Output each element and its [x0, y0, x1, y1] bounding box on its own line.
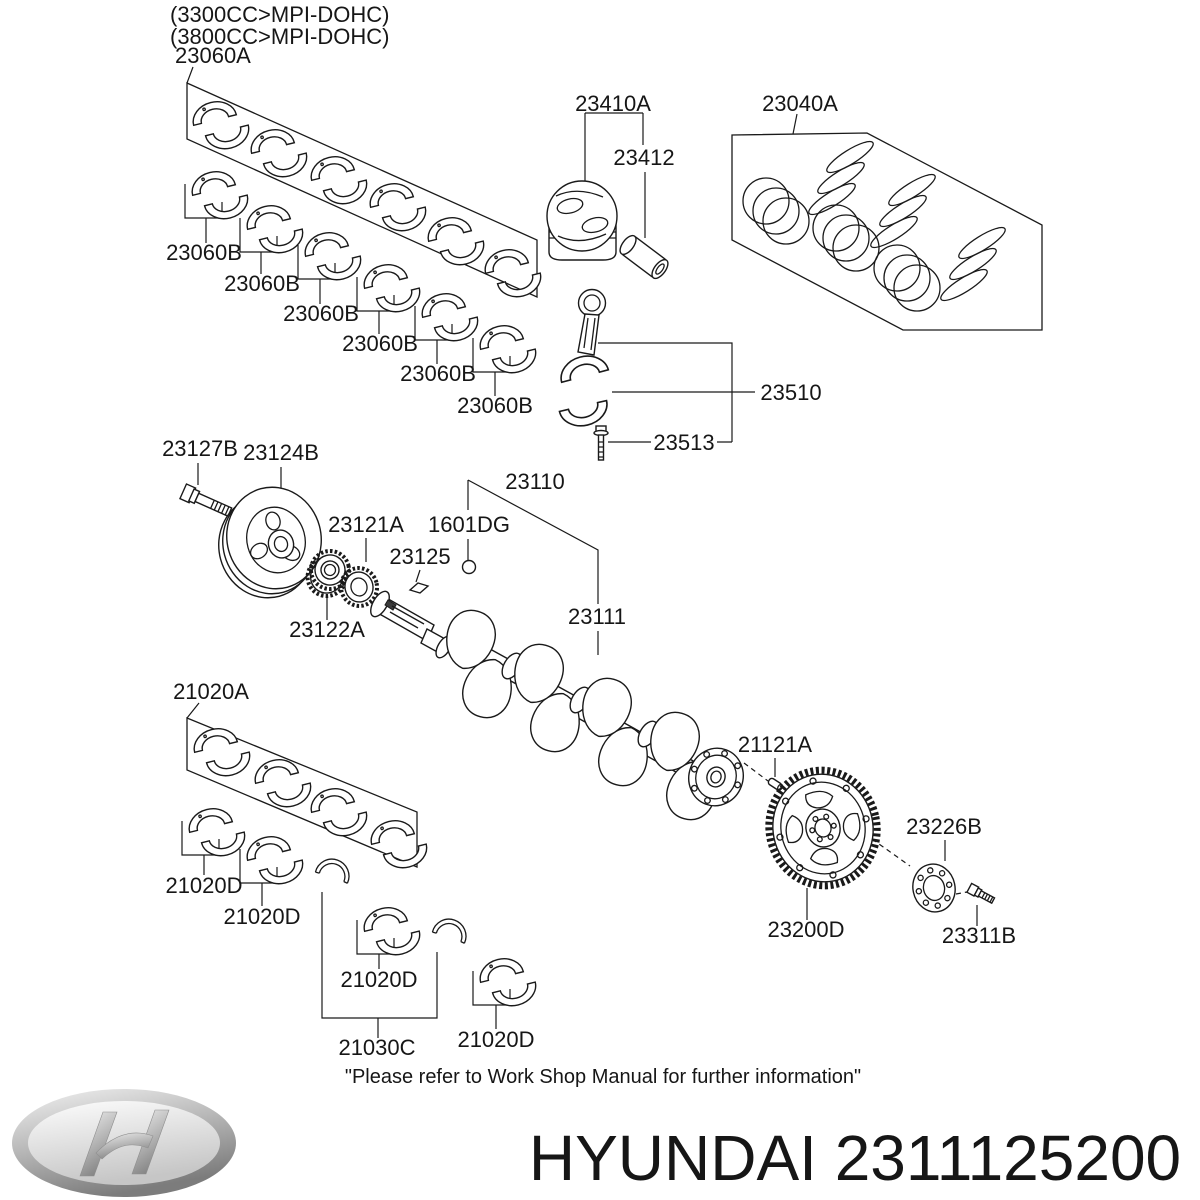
thrust-washer: [312, 854, 352, 892]
part-label-23110: 23110: [505, 469, 565, 494]
main-bearing-upper-set: 23060A: [175, 43, 546, 305]
part-label-23121A: 23121A: [328, 512, 404, 537]
part-label-23060B-6: 23060B: [457, 393, 533, 418]
part-label-23125: 23125: [389, 544, 450, 569]
thrust-washer: [429, 914, 469, 952]
part-label-23060B-1: 23060B: [166, 240, 242, 265]
part-label-23060B-5: 23060B: [400, 361, 476, 386]
part-label-23111: 23111: [568, 604, 626, 629]
part-label-21020D-1: 21020D: [165, 873, 242, 898]
part-label-23060B-2: 23060B: [224, 271, 300, 296]
crank-dowel-pin: [461, 559, 477, 575]
piston-crown: [546, 180, 618, 252]
part-label-21020D-3: 21020D: [340, 967, 417, 992]
part-label-23412: 23412: [613, 145, 674, 170]
part-label-21020D-2: 21020D: [223, 904, 300, 929]
crankshaft-assembly: 23110 1601DG 23111: [370, 469, 744, 826]
flywheel-dowel: 21121A: [738, 732, 813, 791]
part-label-21020A: 21020A: [173, 679, 249, 704]
adapter-plate: [912, 863, 956, 913]
part-label-1601DG: 1601DG: [428, 512, 510, 537]
pulley-assembly: 23127B 23124B: [162, 436, 322, 599]
part-label-23510: 23510: [760, 380, 821, 405]
part-label-23200D: 23200D: [767, 917, 844, 942]
rod-bolt: [593, 425, 609, 461]
part-label-21121A: 21121A: [738, 732, 813, 757]
part-label-23122A: 23122A: [289, 617, 365, 642]
connecting-rod-assembly: 23510 23513: [555, 288, 822, 461]
part-label-23226B: 23226B: [906, 814, 982, 839]
part-label-21020D-4: 21020D: [457, 1027, 534, 1052]
part-label-23127B: 23127B: [162, 436, 238, 461]
piston-pin: [619, 234, 669, 280]
main-bearing-lower-set: 21020A: [173, 679, 432, 876]
piston-ring-set: 23040A: [731, 91, 1043, 331]
main-bearing-upper-singles: 23060B 23060B 23060B 23060B 23060B 23060…: [166, 164, 541, 418]
main-bearing-lower-singles: 21020D 21020D 21020D 21020D 21030C: [165, 801, 541, 1060]
engine-variant-note-2: (3800CC>MPI-DOHC): [170, 24, 389, 49]
part-label-23311B: 23311B: [942, 923, 1016, 948]
piston-assembly: 23410A 23412: [546, 91, 675, 280]
woodruff-key: [408, 582, 430, 594]
part-label-23040A: 23040A: [762, 91, 838, 116]
part-label-23060B-4: 23060B: [342, 331, 418, 356]
crankshaft: [370, 590, 744, 826]
adapter-plate-group: 23226B 23311B: [871, 814, 1016, 948]
part-label-23060B-3: 23060B: [283, 301, 359, 326]
brand-part-number: HYUNDAI 2311125200: [529, 1122, 1181, 1194]
crank-rear-flange: [688, 747, 744, 807]
part-label-23060A: 23060A: [175, 43, 251, 68]
workshop-manual-note: "Please refer to Work Shop Manual for fu…: [345, 1066, 861, 1088]
compression-rings: [742, 140, 1006, 312]
hyundai-logo: [12, 1089, 236, 1197]
part-label-21030C: 21030C: [338, 1035, 415, 1060]
part-label-23124B: 23124B: [243, 440, 319, 465]
engine-variant-note-1: (3300CC>MPI-DOHC): [170, 2, 389, 27]
part-label-23410A: 23410A: [575, 91, 651, 116]
flywheel-bolt: [965, 882, 996, 905]
pulley-bolt: [179, 483, 233, 518]
part-label-23513: 23513: [653, 430, 714, 455]
